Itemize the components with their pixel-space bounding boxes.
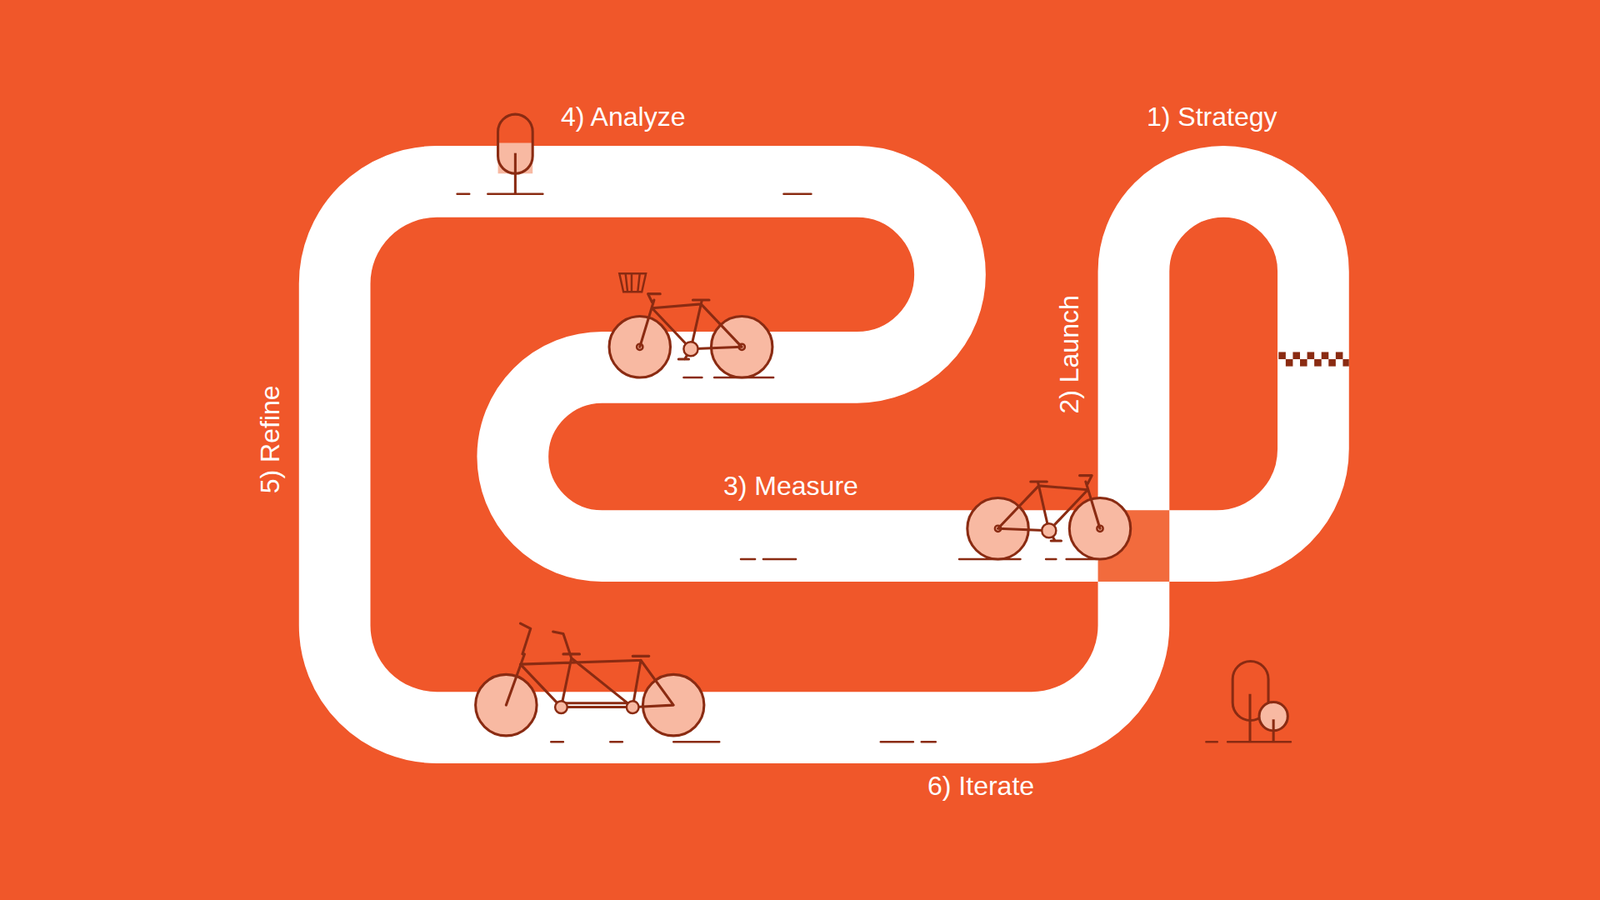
finish-line xyxy=(1278,351,1349,366)
bicycle xyxy=(967,475,1131,560)
tandem-bike xyxy=(475,623,705,736)
label-anchor: 2) Launch xyxy=(1054,295,1085,414)
bike-frame xyxy=(505,623,674,707)
step-label: 3) Measure xyxy=(723,470,859,502)
winding-road xyxy=(335,181,1314,728)
check xyxy=(1285,359,1294,367)
tree-trunk xyxy=(514,153,517,195)
check xyxy=(1321,351,1330,360)
check xyxy=(1328,359,1336,367)
bicycle xyxy=(609,294,773,378)
label-anchor: 3) Measure xyxy=(723,470,859,502)
check xyxy=(1292,351,1300,360)
step-label: 6) Iterate xyxy=(927,770,1035,802)
check xyxy=(1314,359,1322,367)
step-label: 2) Launch xyxy=(1054,295,1085,414)
step-label: 5) Refine xyxy=(255,385,286,494)
basket xyxy=(619,273,646,292)
tree-trunk xyxy=(1250,694,1274,743)
step-label: 4) Analyze xyxy=(560,101,685,133)
road-bike xyxy=(967,475,1131,560)
chainring xyxy=(626,700,640,714)
label-anchor: 6) Iterate xyxy=(927,770,1035,802)
check xyxy=(1300,359,1308,367)
label-anchor: 1) Strategy xyxy=(1146,101,1278,133)
bike-with-basket xyxy=(609,273,773,378)
check xyxy=(1307,351,1315,360)
ground-dash xyxy=(457,194,1291,743)
tree xyxy=(498,114,534,195)
check xyxy=(1342,359,1349,367)
label-anchor: 4) Analyze xyxy=(560,101,685,133)
step-label: 1) Strategy xyxy=(1146,101,1278,133)
check xyxy=(1335,351,1344,360)
trees xyxy=(1232,660,1288,742)
scene xyxy=(335,114,1350,742)
label-anchor: 5) Refine xyxy=(255,385,286,494)
chainring xyxy=(555,700,568,714)
check xyxy=(1278,351,1286,360)
